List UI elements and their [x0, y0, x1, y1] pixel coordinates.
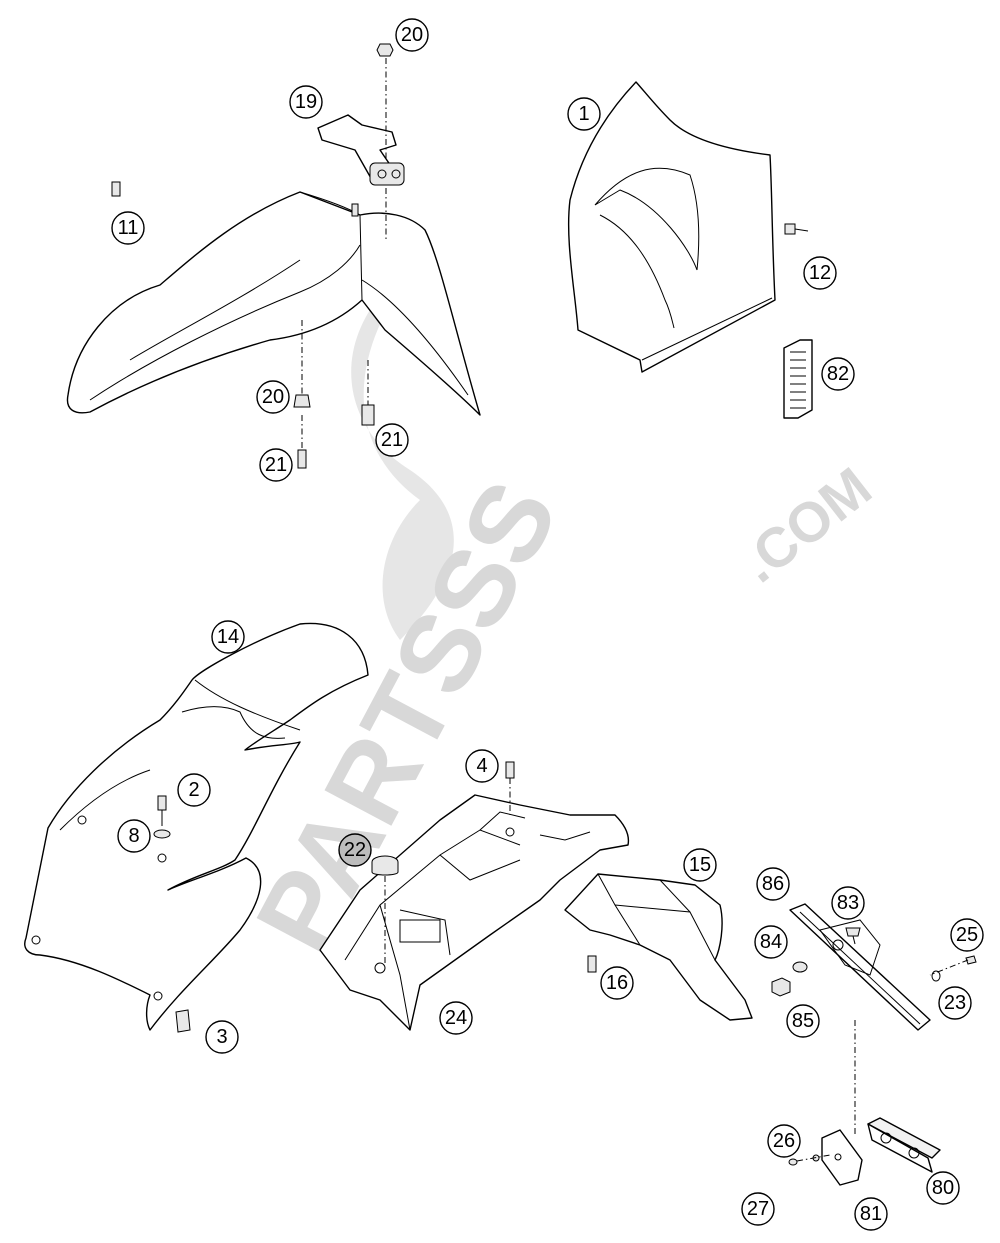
- callout-80: 80: [926, 1171, 960, 1205]
- callout-2: 2: [177, 773, 211, 807]
- callout-label: 86: [762, 873, 784, 895]
- callout-label: 83: [837, 892, 859, 914]
- callout-label: 25: [956, 924, 978, 946]
- rear-tray: [319, 794, 630, 1031]
- callout-label: 3: [216, 1026, 227, 1048]
- callout-label: 21: [265, 454, 287, 476]
- callout-11: 11: [111, 211, 145, 245]
- callout-label: 24: [445, 1007, 467, 1029]
- side-panel-hardware: [153, 795, 191, 1033]
- callout-20-bottom: 20: [256, 380, 290, 414]
- callout-label: 21: [381, 429, 403, 451]
- callout-label: 85: [792, 1010, 814, 1032]
- callout-27: 27: [741, 1192, 775, 1226]
- callout-label: 84: [760, 931, 782, 953]
- callout-3: 3: [205, 1020, 239, 1054]
- callout-label: 19: [295, 91, 317, 113]
- lower-hardware-26-27: [788, 1154, 831, 1166]
- watermark-swoosh-logo: [351, 260, 454, 640]
- callout-21-left: 21: [259, 448, 293, 482]
- callout-24: 24: [439, 1001, 473, 1035]
- headlight-mask: [567, 81, 776, 373]
- pad-82: [783, 339, 813, 419]
- callout-81: 81: [854, 1197, 888, 1231]
- license-plate-bracket: [789, 903, 931, 1031]
- callout-label: 81: [860, 1203, 882, 1225]
- callout-label: 80: [932, 1177, 954, 1199]
- watermark-suffix: .COM: [729, 455, 883, 595]
- side-panels: [24, 622, 369, 1031]
- callout-label: 23: [944, 992, 966, 1014]
- callout-83: 83: [831, 886, 865, 920]
- fender-bracket: [317, 114, 405, 186]
- callout-23: 23: [938, 986, 972, 1020]
- callout-12: 12: [803, 256, 837, 290]
- callout-label: 20: [262, 386, 284, 408]
- callout-15: 15: [683, 848, 717, 882]
- callout-label: 14: [217, 626, 239, 648]
- callout-14: 14: [211, 620, 245, 654]
- screw-12: [784, 223, 809, 235]
- callout-label: 11: [118, 217, 139, 239]
- callout-82: 82: [821, 357, 855, 391]
- callout-label: 27: [747, 1198, 769, 1220]
- callout-label: 8: [128, 825, 139, 847]
- callout-label: 2: [188, 779, 199, 801]
- callout-26: 26: [767, 1124, 801, 1158]
- callout-25: 25: [950, 918, 984, 952]
- callouts: 1 2 3 4 8 11 12 14 15 16 19 20 20 21 21 …: [111, 18, 984, 1231]
- lower-bracket: [821, 1129, 863, 1186]
- callout-8: 8: [117, 819, 151, 853]
- callout-86: 86: [756, 867, 790, 901]
- callout-label: 12: [809, 262, 831, 284]
- fender-lower-hardware: [293, 320, 375, 469]
- front-fender: [66, 181, 481, 416]
- callout-label: 15: [689, 854, 711, 876]
- callout-label: 1: [578, 103, 589, 125]
- callout-85: 85: [786, 1004, 820, 1038]
- callout-84: 84: [754, 925, 788, 959]
- callout-label: 82: [827, 363, 849, 385]
- nut-top: [376, 43, 394, 240]
- callout-4: 4: [465, 749, 499, 783]
- callout-label: 22: [344, 839, 366, 861]
- reflector-80: [867, 1117, 941, 1173]
- plate-bracket-hardware: [771, 927, 977, 997]
- callout-label: 26: [773, 1130, 795, 1152]
- callout-19: 19: [289, 85, 323, 119]
- tray-hardware: [371, 761, 515, 965]
- callout-1: 1: [567, 97, 601, 131]
- callout-label: 4: [476, 755, 487, 777]
- rear-inner-fender: [564, 873, 753, 1021]
- callout-label: 16: [606, 972, 628, 994]
- callout-22: 22: [338, 833, 372, 867]
- callout-20-top: 20: [395, 18, 429, 52]
- callout-21-right: 21: [375, 423, 409, 457]
- callout-16: 16: [600, 966, 634, 1000]
- callout-label: 20: [401, 24, 423, 46]
